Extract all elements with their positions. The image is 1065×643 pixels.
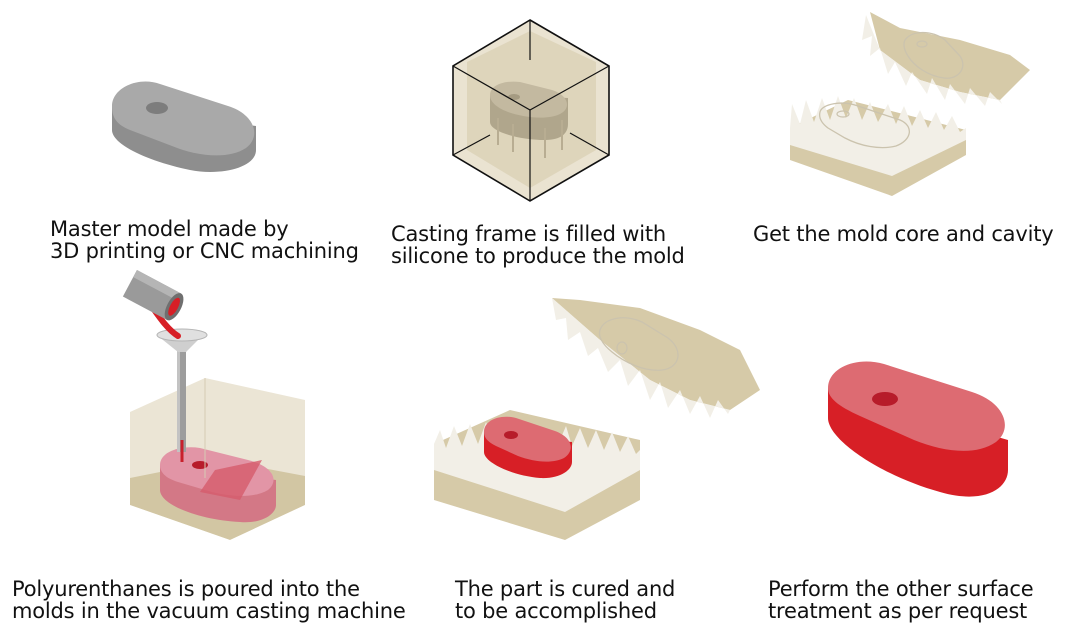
- step-5-caption-line1: The part is cured and: [455, 577, 676, 601]
- step-5-caption: The part is cured and to be accomplished: [455, 578, 675, 622]
- pouring-illustration: [122, 270, 305, 540]
- step-5-caption-line2: to be accomplished: [455, 599, 657, 623]
- step-6-caption-line2: treatment as per request: [768, 599, 1028, 623]
- step-3-caption-line1: Get the mold core and cavity: [753, 222, 1054, 246]
- casting-frame-illustration: [452, 19, 610, 202]
- step-2-caption-line2: silicone to produce the mold: [391, 244, 685, 268]
- step-3-caption: Get the mold core and cavity: [753, 222, 1054, 246]
- step-4-caption: Polyurenthanes is poured into the molds …: [12, 578, 406, 622]
- cured-part-illustration: [434, 298, 760, 540]
- finished-part-illustration: [828, 361, 1008, 497]
- step-6-caption-line1: Perform the other surface: [768, 577, 1034, 601]
- step-1-caption-line1: Master model made by: [50, 217, 289, 241]
- step-4-caption-line1: Polyurenthanes is poured into the: [12, 577, 360, 601]
- mold-core-cavity-illustration: [790, 12, 1030, 196]
- step-2-caption: Casting frame is filled with silicone to…: [391, 223, 685, 267]
- step-6-caption: Perform the other surface treatment as p…: [768, 577, 1034, 623]
- step-4-caption-line2: molds in the vacuum casting machine: [12, 599, 406, 623]
- step-1-caption-line2: 3D printing or CNC machining: [50, 239, 359, 263]
- master-model-illustration: [112, 81, 256, 172]
- step-2-caption-line1: Casting frame is filled with: [391, 222, 667, 246]
- step-1-caption: Master model made by 3D printing or CNC …: [50, 218, 359, 262]
